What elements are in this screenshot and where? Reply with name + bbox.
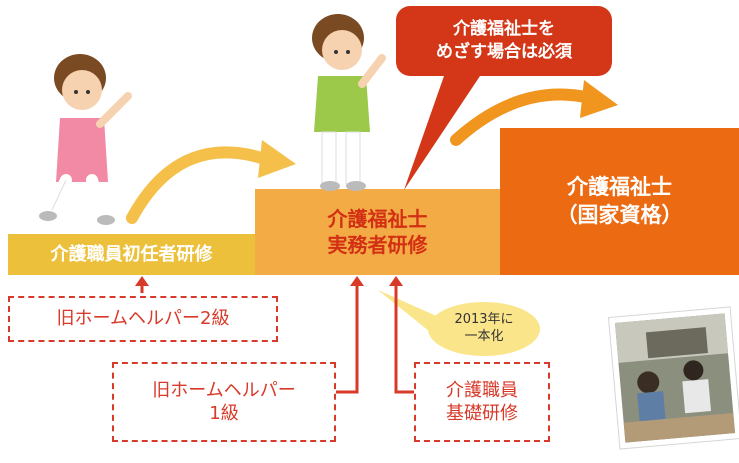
classroom-photo-icon xyxy=(607,306,739,450)
step-practitioner-line1: 介護福祉士 xyxy=(327,207,428,231)
step-national-qualification: 介護福祉士 （国家資格） xyxy=(500,128,739,275)
legacy-basic-line1: 介護職員 xyxy=(446,379,518,401)
step-practitioner-line2: 実務者研修 xyxy=(327,233,428,257)
step-initial-training-label: 介護職員初任者研修 xyxy=(50,243,213,265)
curved-arrow-1 xyxy=(126,140,296,224)
legacy-helper2-box: 旧ホームヘルパー2級 xyxy=(8,296,278,342)
step-initial-training: 介護職員初任者研修 xyxy=(8,234,255,275)
legacy-basic-training-box: 介護職員 基礎研修 xyxy=(414,362,550,442)
requirement-callout: 介護福祉士を めざす場合は必須 xyxy=(396,6,612,76)
bubble-line1: 2013年に xyxy=(454,312,514,328)
step-national-line2: （国家資格） xyxy=(556,202,683,227)
caregiver-pointing-icon xyxy=(312,14,386,191)
step-national-line1: 介護福祉士 xyxy=(567,175,672,200)
legacy-helper2-label: 旧ホームヘルパー2級 xyxy=(56,308,230,330)
callout-line2: めざす場合は必須 xyxy=(436,42,572,62)
step-practitioner-training: 介護福祉士 実務者研修 xyxy=(255,189,500,275)
caregiver-walking-icon xyxy=(39,54,132,225)
bubble-line2: 一本化 xyxy=(464,329,504,344)
legacy-helper1-line2: 1級 xyxy=(209,403,239,424)
callout-line1: 介護福祉士を xyxy=(453,19,555,40)
callout-tail xyxy=(404,76,480,190)
unification-bubble: 2013年に 一本化 xyxy=(428,302,540,356)
legacy-helper1-box: 旧ホームヘルパー 1級 xyxy=(112,362,336,442)
legacy-basic-line2: 基礎研修 xyxy=(446,403,518,424)
legacy-helper1-line1: 旧ホームヘルパー xyxy=(152,379,296,401)
curved-arrow-2 xyxy=(450,80,618,146)
